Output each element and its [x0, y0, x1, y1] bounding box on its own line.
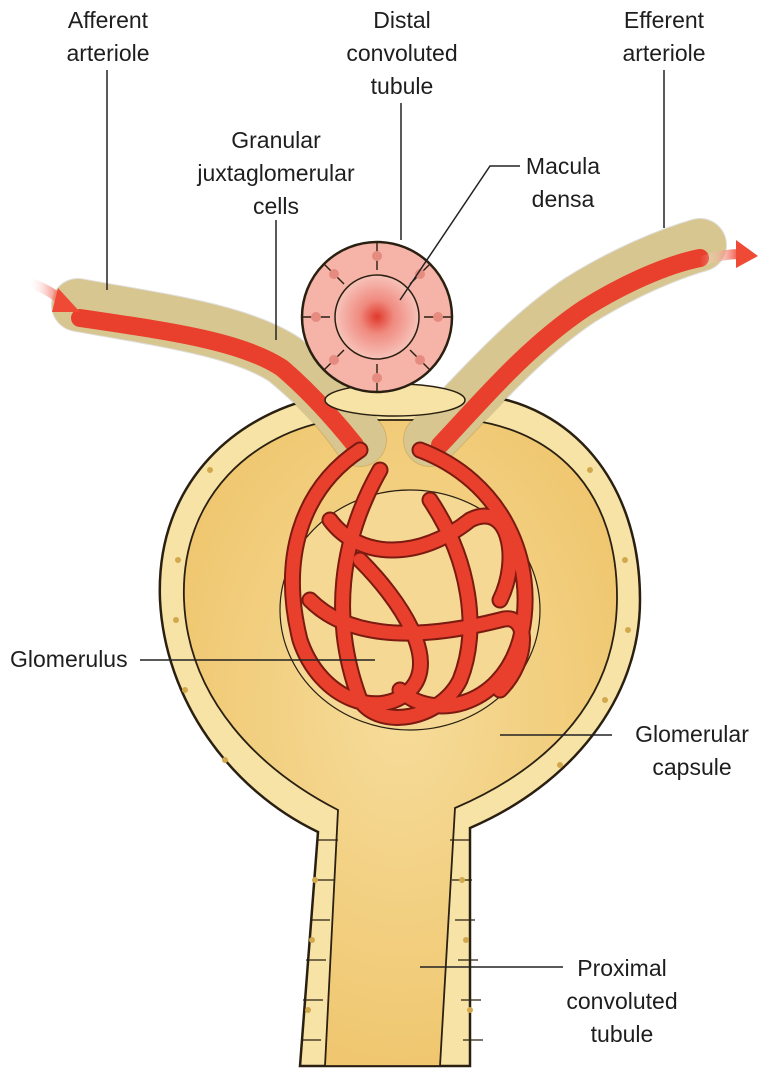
label-afferent-arteriole: Afferent arteriole — [66, 7, 150, 66]
blood-outflow-arrow-icon — [695, 240, 758, 268]
distal-tubule-cross-section — [300, 240, 466, 417]
label-efferent-arteriole: Efferent arteriole — [622, 7, 706, 66]
label-glomerular-capsule: Glomerular capsule — [635, 721, 749, 780]
efferent-arteriole-vessel — [403, 218, 727, 467]
blood-inflow-arrow-icon — [23, 277, 80, 312]
label-macula-densa: Macula densa — [525, 153, 601, 212]
label-granular-juxtaglomerular-cells: Granular juxtaglomerular cells — [197, 127, 355, 219]
leader-lines — [106, 70, 665, 968]
label-proximal-convoluted-tubule: Proximal convoluted tubule — [566, 955, 678, 1047]
glomerulus-tuft — [279, 441, 541, 731]
label-glomerulus: Glomerulus — [10, 646, 128, 672]
label-distal-convoluted-tubule: Distal convoluted tubule — [346, 7, 458, 99]
leader-macula — [399, 165, 520, 301]
